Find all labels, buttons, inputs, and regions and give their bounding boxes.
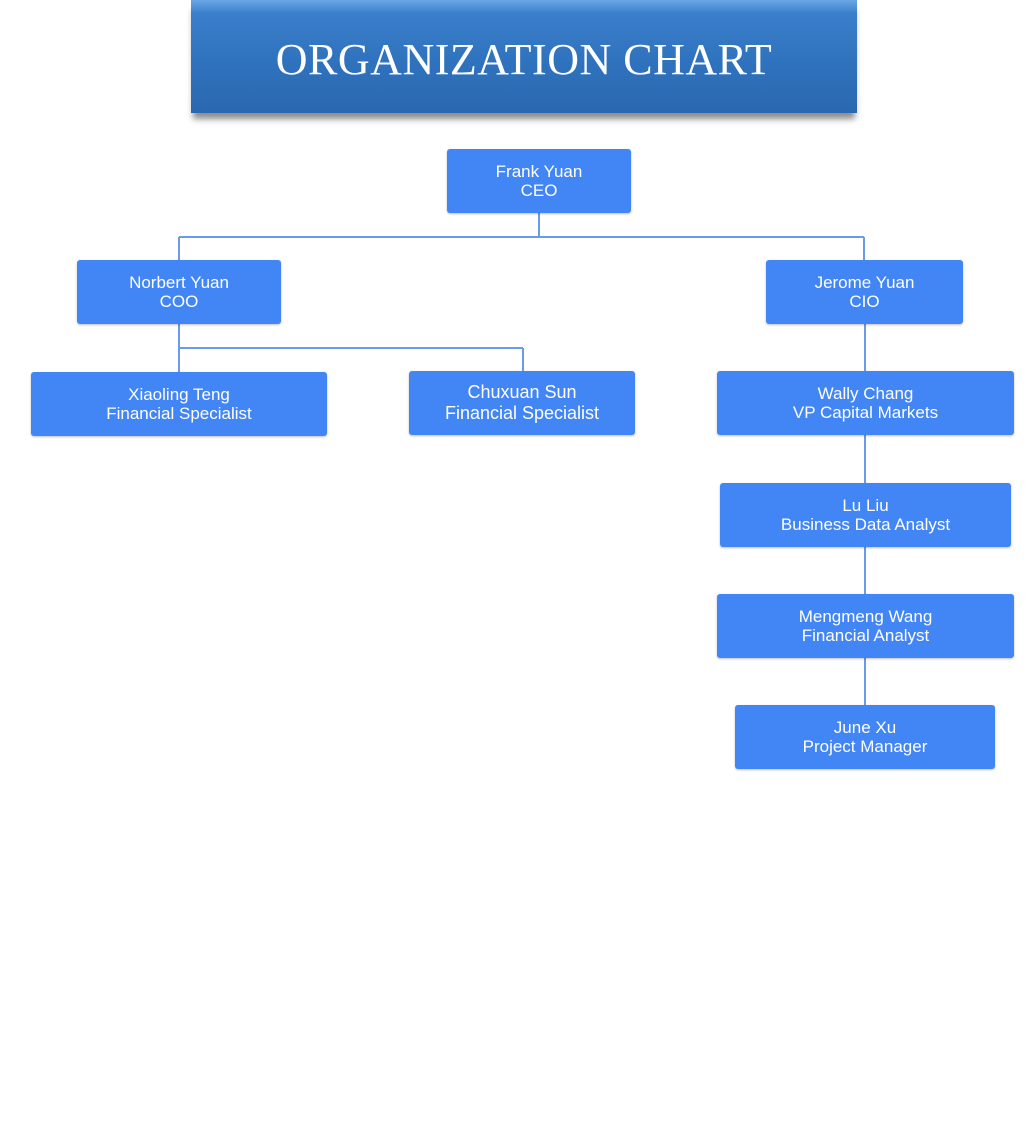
node-name: Wally Chang	[817, 384, 914, 403]
node-name: Lu Liu	[842, 496, 889, 515]
node-title: CIO	[849, 292, 880, 311]
node-project-manager[interactable]: June Xu Project Manager	[735, 705, 995, 769]
node-title: Financial Specialist	[444, 403, 600, 423]
node-title: VP Capital Markets	[792, 403, 939, 422]
title-banner: ORGANIZATION CHART	[191, 0, 857, 113]
node-vp-capital-markets[interactable]: Wally Chang VP Capital Markets	[717, 371, 1014, 435]
node-financial-analyst[interactable]: Mengmeng Wang Financial Analyst	[717, 594, 1014, 658]
node-financial-specialist-1[interactable]: Xiaoling Teng Financial Specialist	[31, 372, 327, 436]
node-name: Norbert Yuan	[129, 273, 229, 292]
page-title: ORGANIZATION CHART	[275, 35, 773, 84]
node-name: Chuxuan Sun	[467, 382, 577, 402]
node-financial-specialist-2[interactable]: Chuxuan Sun Financial Specialist	[409, 371, 635, 435]
node-title: Project Manager	[802, 737, 928, 756]
node-name: Xiaoling Teng	[128, 385, 230, 404]
node-title: Financial Specialist	[106, 404, 252, 423]
node-title: CEO	[520, 181, 558, 200]
node-ceo[interactable]: Frank Yuan CEO	[447, 149, 631, 213]
node-name: Frank Yuan	[495, 162, 583, 181]
node-title: Financial Analyst	[801, 626, 930, 645]
node-name: Mengmeng Wang	[798, 607, 933, 626]
node-title: Business Data Analyst	[780, 515, 951, 534]
node-title: COO	[159, 292, 199, 311]
node-coo[interactable]: Norbert Yuan COO	[77, 260, 281, 324]
node-name: June Xu	[833, 718, 897, 737]
node-cio[interactable]: Jerome Yuan CIO	[766, 260, 963, 324]
node-name: Jerome Yuan	[814, 273, 915, 292]
node-business-data-analyst[interactable]: Lu Liu Business Data Analyst	[720, 483, 1011, 547]
